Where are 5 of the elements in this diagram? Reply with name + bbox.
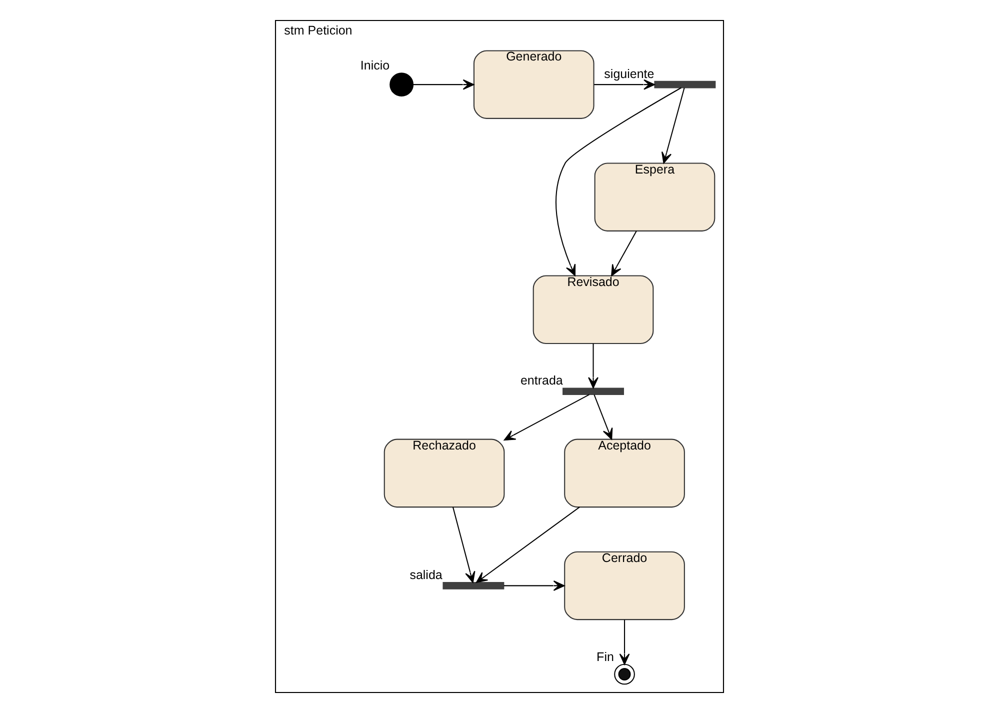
node-label: Fin xyxy=(596,650,614,664)
node-label: siguiente xyxy=(604,66,654,81)
node-label: entrada xyxy=(520,374,563,388)
node-label: Inicio xyxy=(360,58,390,73)
node-label: salida xyxy=(410,568,442,582)
